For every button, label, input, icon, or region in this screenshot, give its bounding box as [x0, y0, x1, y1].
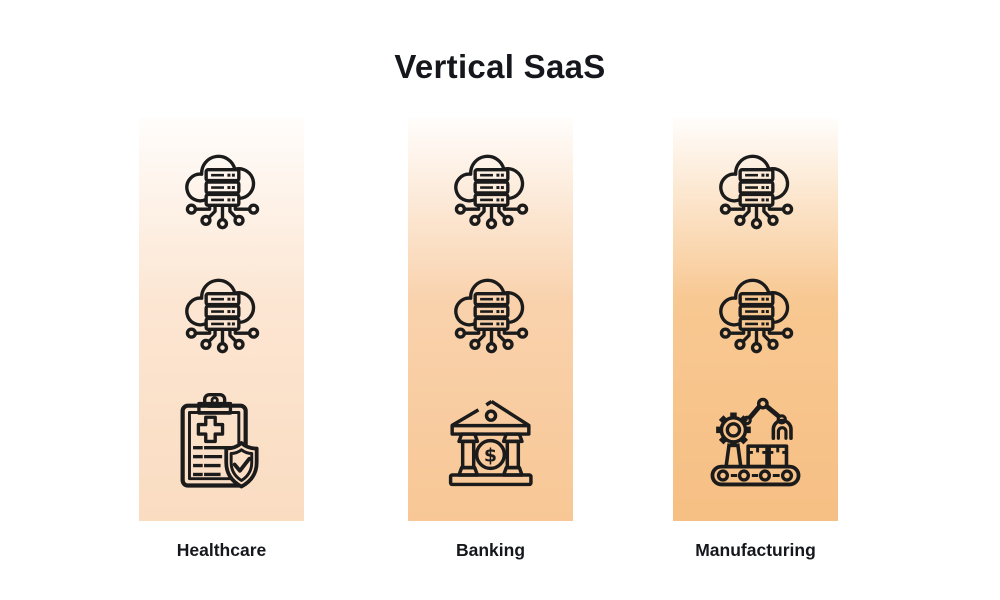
column-label-healthcare: Healthcare — [176, 540, 267, 560]
column-label-banking: Banking — [455, 540, 526, 560]
medical-clipboard-shield-icon — [169, 391, 274, 496]
robot-arm-conveyor-icon — [703, 391, 808, 496]
gradient-panel-banking — [408, 118, 573, 521]
cloud-server-icon — [441, 267, 540, 366]
vertical-manufacturing: Manufacturing — [673, 118, 838, 561]
bank-building-icon — [438, 391, 543, 496]
vertical-banking: Banking — [408, 118, 573, 561]
gradient-panel-manufacturing — [673, 118, 838, 521]
cloud-server-icon — [441, 143, 540, 242]
cloud-server-icon — [706, 143, 805, 242]
cloud-server-icon — [172, 267, 271, 366]
cloud-server-icon — [706, 267, 805, 366]
page-title: Vertical SaaS — [394, 48, 606, 86]
vertical-healthcare: Healthcare — [139, 118, 304, 561]
cloud-server-icon — [172, 143, 271, 242]
column-label-manufacturing: Manufacturing — [695, 540, 816, 560]
gradient-panel-healthcare — [139, 118, 304, 521]
